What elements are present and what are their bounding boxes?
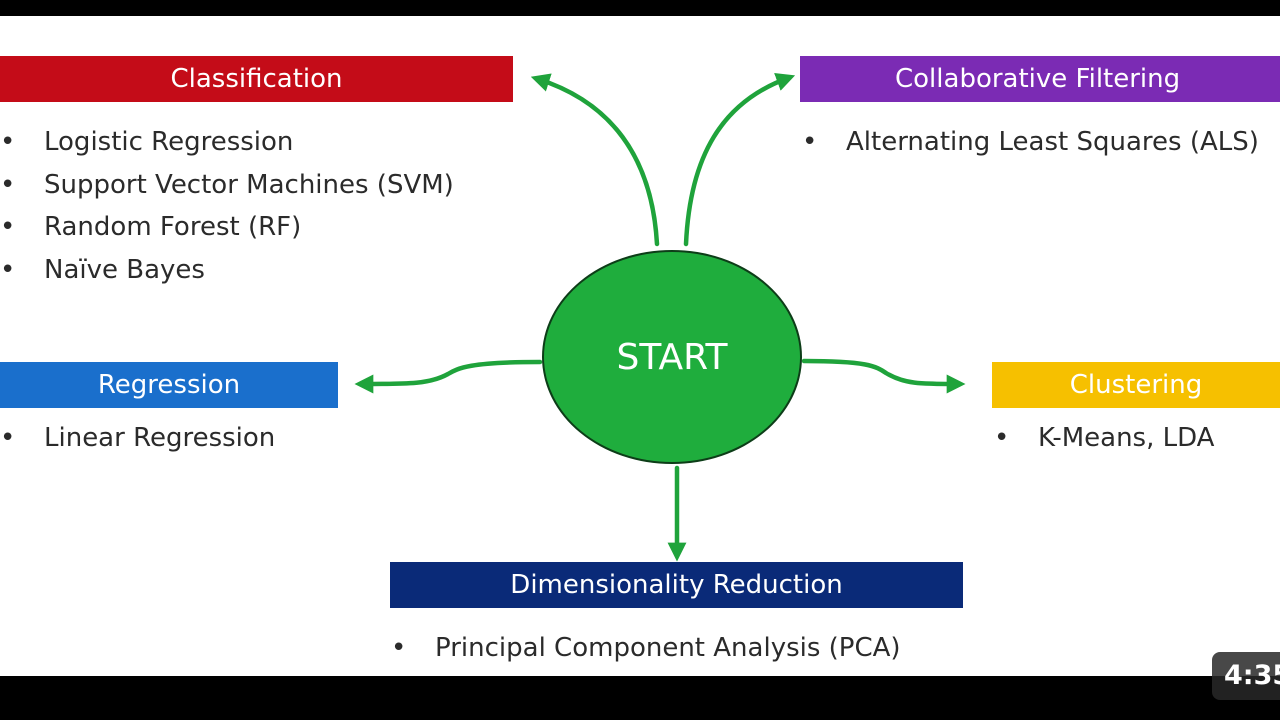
collaborative-filtering-title: Collaborative Filtering (895, 64, 1181, 94)
list-item-text: Naïve Bayes (44, 254, 205, 285)
list-item-text: Alternating Least Squares (ALS) (846, 127, 1259, 157)
bullet-icon: • (994, 423, 1010, 453)
diagram-slide: START Classification • Logistic Regressio… (0, 16, 1280, 676)
list-item: • Linear Regression (0, 417, 275, 460)
list-item-text: Logistic Regression (44, 127, 294, 157)
arrows-layer (354, 73, 966, 562)
bullet-icon: • (802, 127, 818, 157)
regression-header: Regression (0, 362, 338, 408)
bullet-icon: • (0, 127, 16, 157)
clustering-title: Clustering (1069, 370, 1203, 400)
bullet-icon: • (0, 423, 16, 453)
list-item: • Principal Component Analysis (PCA) (391, 627, 901, 670)
list-item: • Logistic Regression (0, 121, 454, 164)
list-item-text: K-Means, LDA (1038, 423, 1215, 453)
classification-title: Classification (170, 64, 343, 94)
bullet-icon: • (391, 633, 407, 663)
bullet-icon: • (0, 212, 16, 242)
edge-start-to-regression (354, 359, 543, 394)
list-item: • Alternating Least Squares (ALS) (802, 121, 1280, 164)
clustering-list: • K-Means, LDA (994, 417, 1214, 460)
edge-start-to-classification (530, 73, 660, 247)
start-node: START (542, 250, 802, 464)
list-item: • K-Means, LDA (994, 417, 1214, 460)
list-item: • Naïve Bayes (0, 249, 454, 292)
dimensionality-reduction-header: Dimensionality Reduction (390, 562, 963, 608)
start-label: START (616, 336, 728, 378)
collaborative-filtering-list: • Alternating Least Squares (ALS) (802, 121, 1280, 164)
list-item-text: Random Forest (RF) (44, 212, 302, 242)
list-item: • Random Forest (RF) (0, 206, 454, 249)
classification-header: Classification (0, 56, 513, 102)
list-item-text: Linear Regression (44, 423, 276, 453)
collaborative-filtering-header: Collaborative Filtering (800, 56, 1280, 102)
bullet-icon: • (0, 169, 16, 200)
regression-list: • Linear Regression (0, 417, 275, 460)
video-timestamp-badge: 4:35 (1212, 652, 1280, 700)
dimensionality-reduction-title: Dimensionality Reduction (510, 570, 843, 600)
regression-title: Regression (97, 370, 241, 400)
edge-start-to-collaborative-filtering (683, 73, 796, 247)
video-timestamp: 4:35 (1224, 660, 1280, 691)
clustering-header: Clustering (992, 362, 1280, 408)
list-item-text: Support Vector Machines (SVM) (44, 169, 454, 200)
dimensionality-reduction-list: • Principal Component Analysis (PCA) (391, 627, 901, 670)
classification-list: • Logistic Regression • Support Vector Mac… (0, 121, 454, 291)
list-item-text: Principal Component Analysis (PCA) (435, 633, 901, 663)
list-item: • Support Vector Machines (SVM) (0, 164, 454, 207)
edge-start-to-clustering (801, 358, 966, 394)
bullet-icon: • (0, 254, 16, 285)
